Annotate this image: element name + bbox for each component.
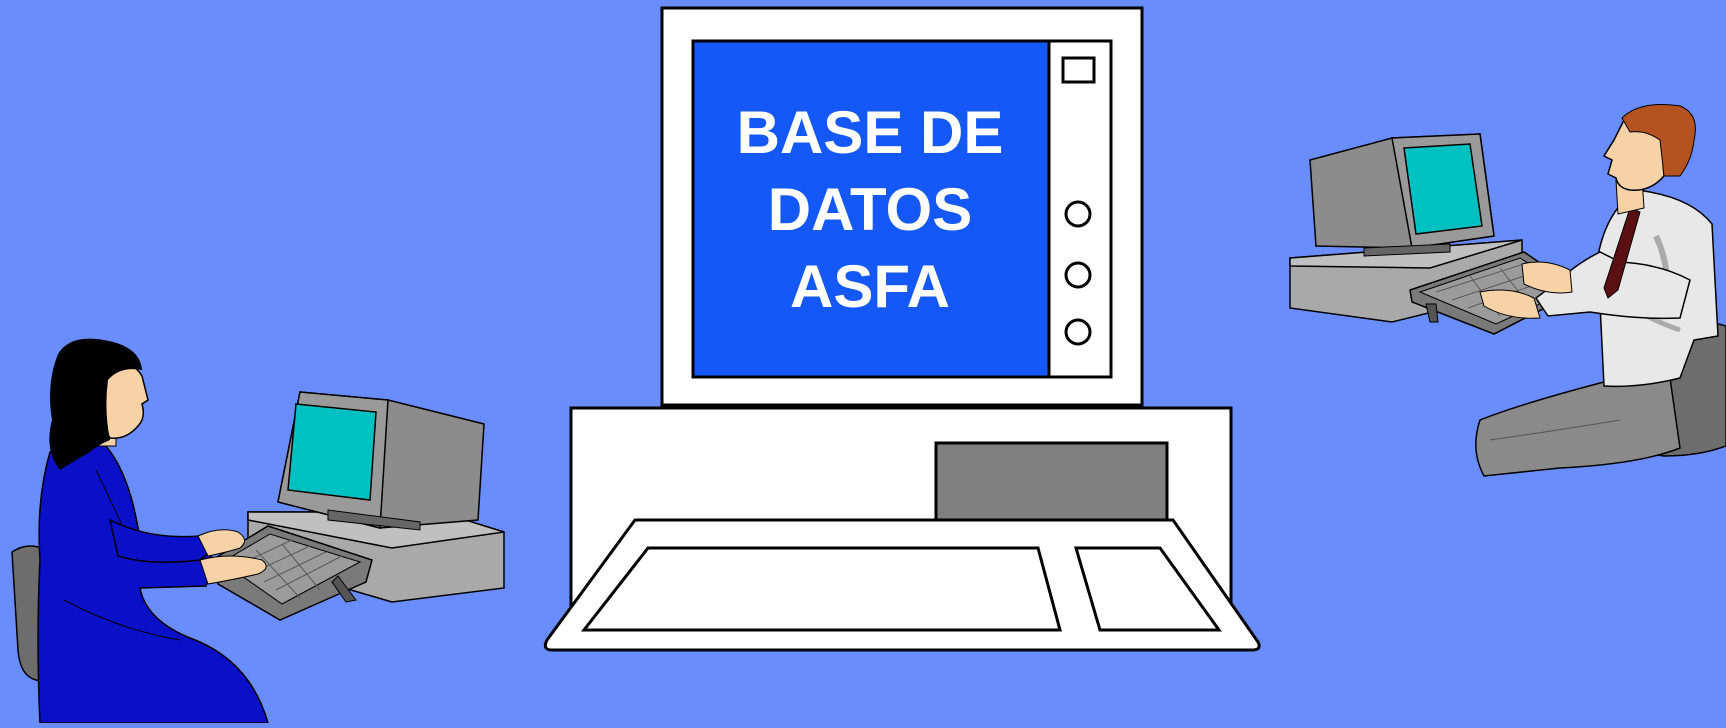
desk-monitor-screen	[1403, 143, 1483, 235]
disk-drive-slot	[934, 441, 1169, 523]
title-line-1: BASE DE	[736, 98, 1004, 166]
main-screen-title: BASE DE DATOS ASFA	[693, 41, 1047, 377]
title-line-3: ASFA	[789, 252, 951, 320]
knob-icon	[1064, 200, 1092, 228]
keypad-icon	[1073, 546, 1222, 632]
knob-icon	[1064, 261, 1092, 289]
title-line-2: DATOS	[767, 175, 973, 243]
woman-at-computer-icon	[11, 338, 505, 724]
woman-dress	[37, 438, 269, 724]
man-tie	[1603, 207, 1641, 299]
monitor-screen	[691, 39, 1051, 379]
keyboard-icon	[580, 546, 1062, 632]
man-at-computer-icon	[1289, 104, 1726, 477]
knob-icon	[1064, 318, 1092, 346]
woman-hair	[49, 338, 143, 470]
desk-monitor-screen	[287, 403, 377, 501]
central-computer-icon	[543, 6, 1261, 652]
power-square-icon	[1061, 56, 1096, 84]
man-hair	[1621, 104, 1696, 177]
